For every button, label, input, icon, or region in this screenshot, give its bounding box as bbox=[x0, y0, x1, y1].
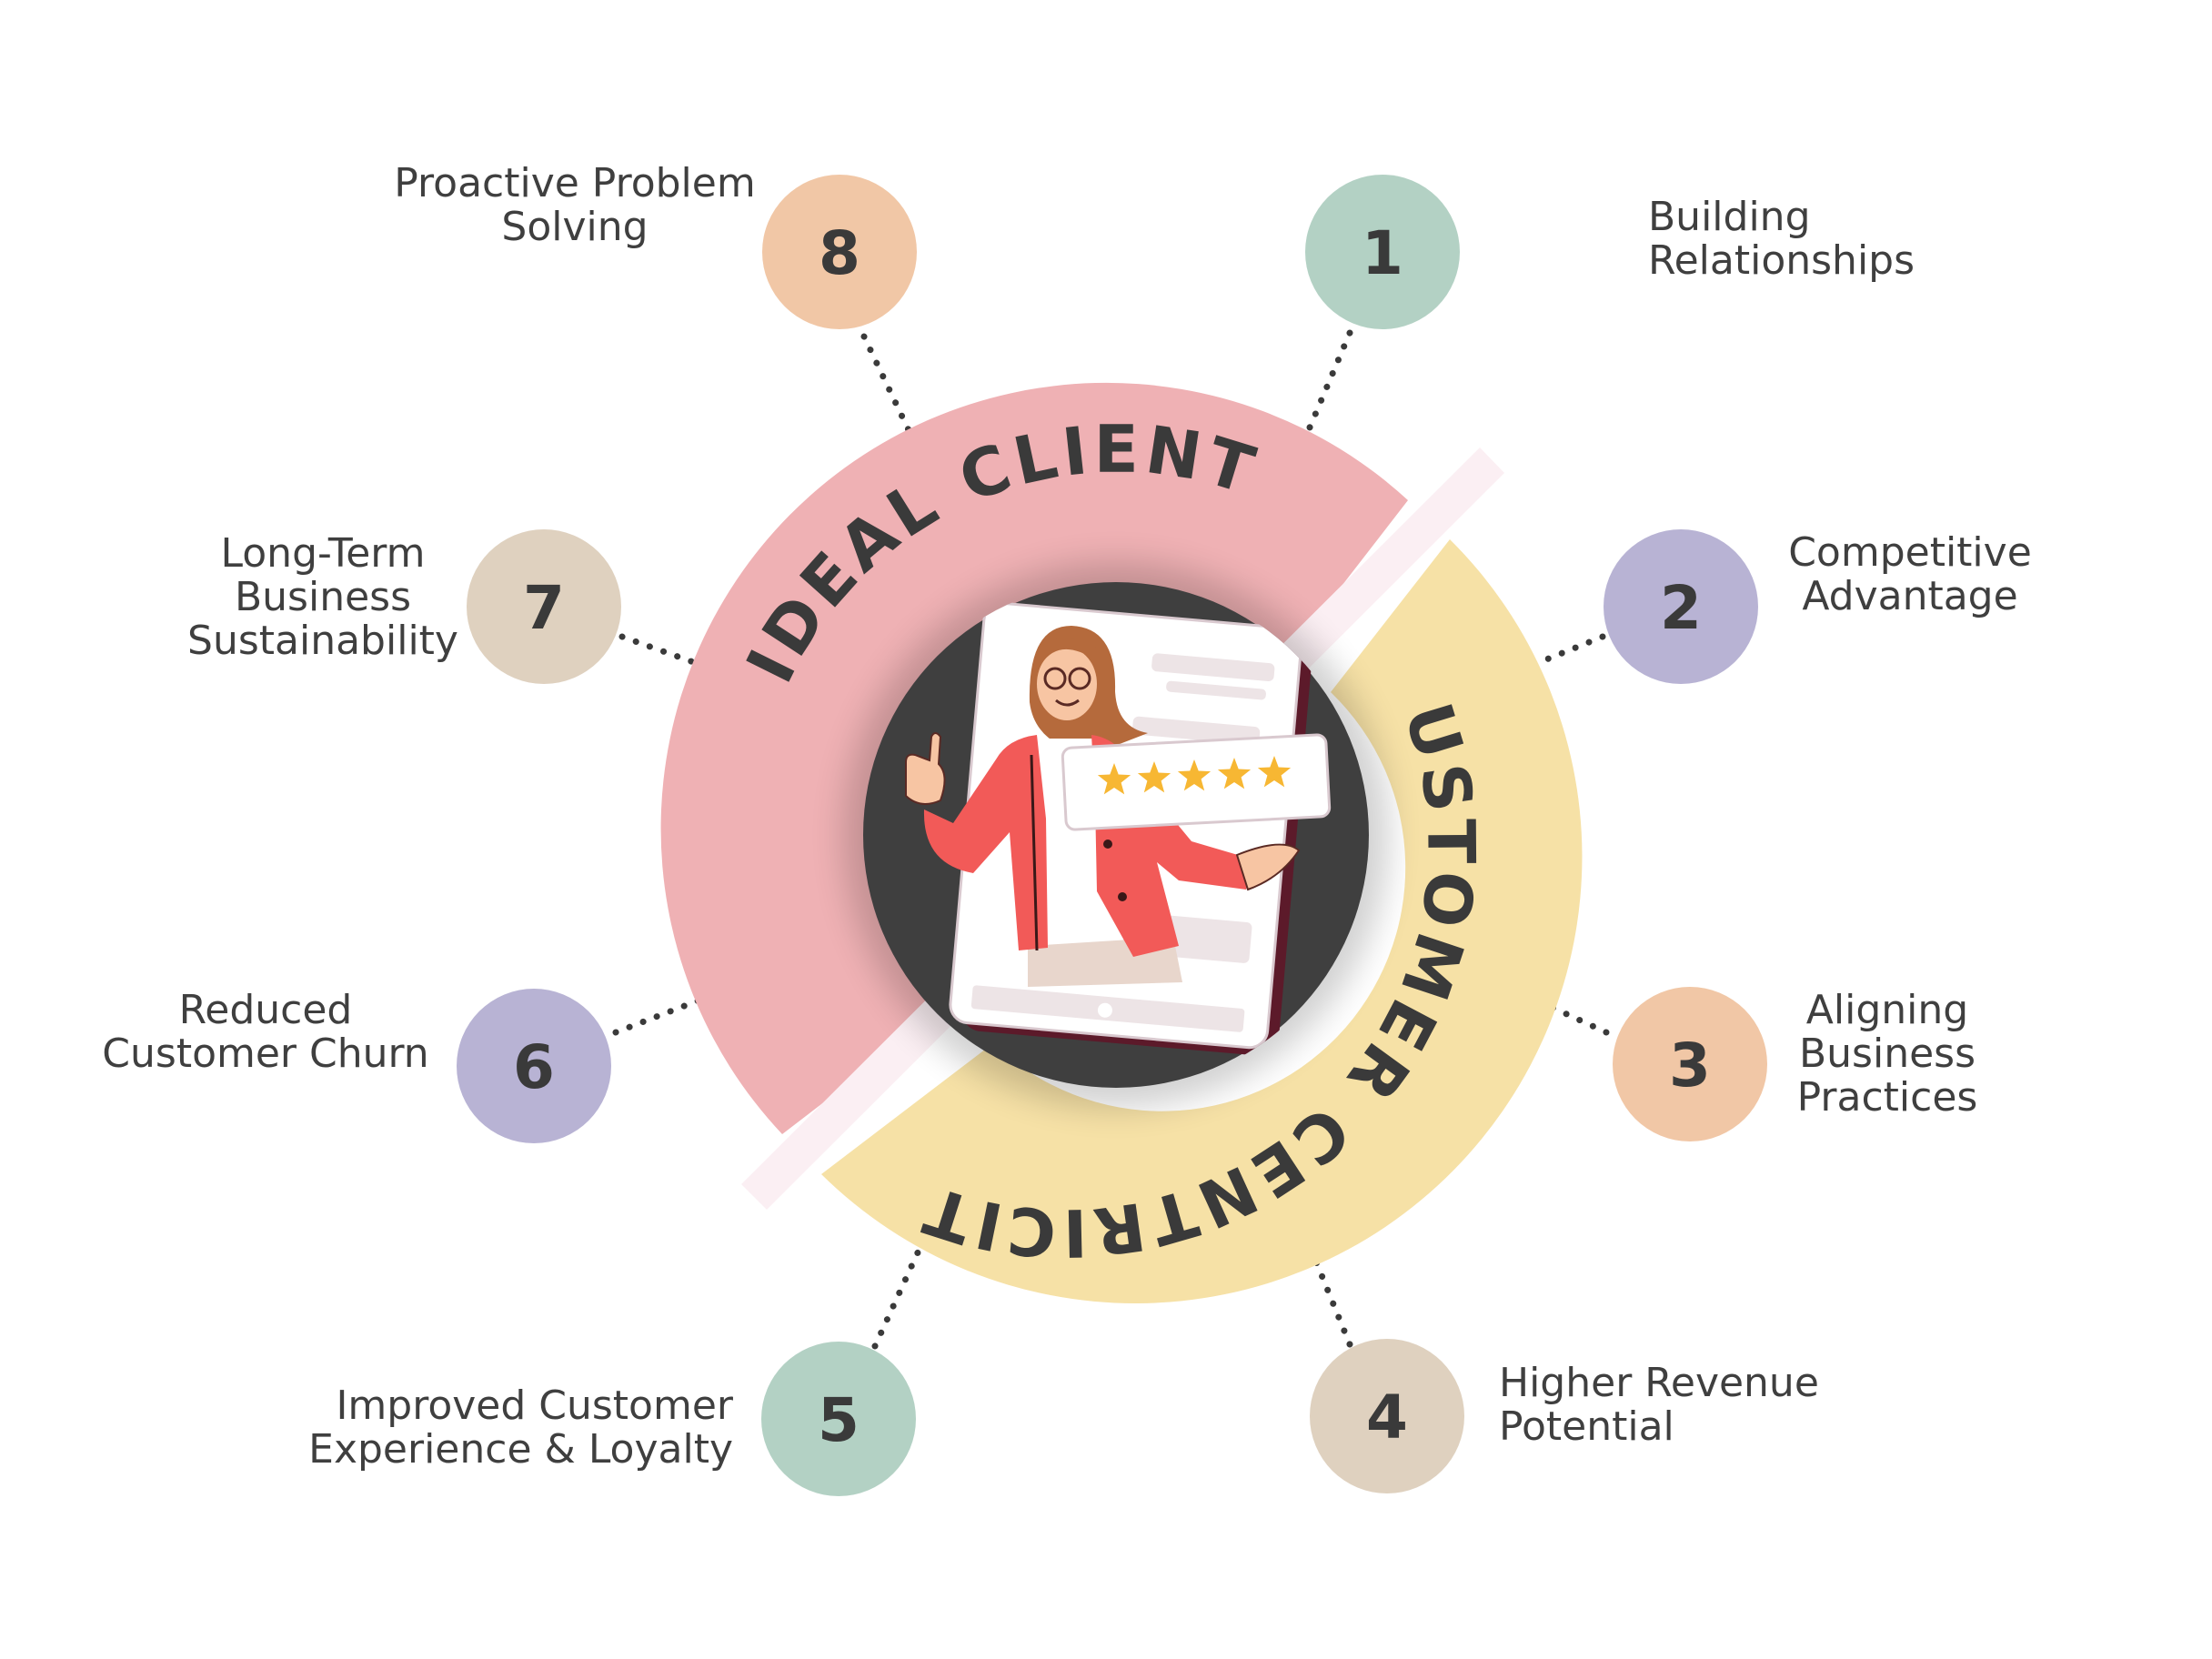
item-5-number: 5 bbox=[818, 1385, 860, 1455]
connector-3 bbox=[1533, 997, 1610, 1036]
item-2-circle bbox=[1604, 529, 1758, 684]
rating-stars bbox=[1097, 756, 1292, 795]
item-7-number: 7 bbox=[523, 573, 565, 643]
item-6-circle bbox=[457, 989, 611, 1143]
connector-6 bbox=[612, 997, 702, 1036]
item-3-circle bbox=[1613, 987, 1767, 1141]
star-icon bbox=[1137, 761, 1171, 793]
star-icon bbox=[1177, 759, 1212, 791]
item-2-number: 2 bbox=[1660, 573, 1702, 643]
woman-with-phone-rating-illustration bbox=[905, 601, 1312, 1056]
open-hand bbox=[1235, 843, 1301, 891]
item-4-number: 4 bbox=[1366, 1382, 1408, 1453]
connector-2 bbox=[1532, 633, 1606, 668]
star-icon bbox=[1257, 756, 1292, 788]
customer-centricity-ring bbox=[821, 539, 1583, 1303]
star-icon bbox=[1097, 763, 1131, 795]
thumbs-up-hand bbox=[905, 732, 946, 805]
jacket bbox=[923, 735, 1048, 950]
star-icon bbox=[1217, 758, 1252, 789]
item-1-number: 1 bbox=[1362, 218, 1403, 288]
connector-1 bbox=[1306, 329, 1353, 431]
item-5-circle bbox=[761, 1342, 916, 1496]
item-6-number: 6 bbox=[513, 1032, 555, 1102]
item-3-number: 3 bbox=[1669, 1031, 1711, 1101]
item-1-circle bbox=[1305, 175, 1460, 329]
face bbox=[1037, 648, 1097, 720]
item-8-number: 8 bbox=[819, 218, 860, 288]
connector-8 bbox=[860, 333, 913, 436]
item-4-circle bbox=[1310, 1339, 1464, 1493]
connector-5 bbox=[871, 1247, 922, 1350]
connector-7 bbox=[618, 633, 702, 668]
phone-home-button-icon bbox=[1097, 1002, 1112, 1018]
item-8-circle bbox=[762, 175, 917, 329]
ideal-client-ring bbox=[660, 382, 1408, 1135]
item-7-circle bbox=[467, 529, 621, 684]
rating-card bbox=[1061, 733, 1332, 831]
